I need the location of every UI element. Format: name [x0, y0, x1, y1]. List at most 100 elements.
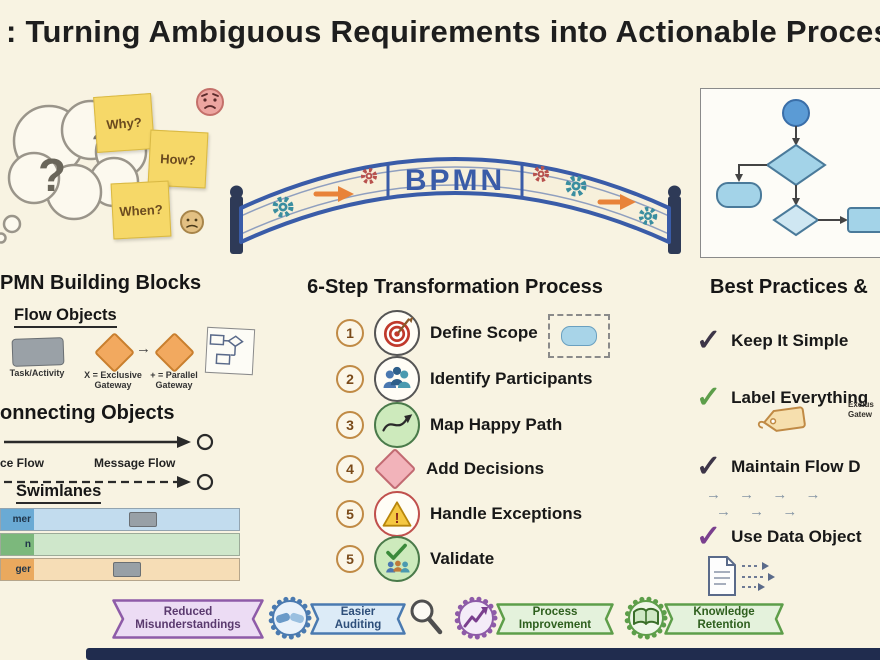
step-row-validate: 5 Validate	[336, 536, 495, 582]
badge-label-line: Misunderstandings	[135, 619, 241, 631]
check-people-icon	[374, 536, 420, 582]
task-shape	[847, 207, 880, 233]
badge-knowledge-retention: Knowledge Retention	[664, 603, 784, 635]
swimlane-tab: mer	[1, 509, 34, 530]
sticky-note-label: How?	[159, 150, 197, 168]
task-chip	[113, 562, 141, 577]
label-line: Gateway	[155, 380, 193, 391]
page-title: : Turning Ambiguous Requirements into Ac…	[6, 14, 880, 49]
step-number: 2	[336, 365, 364, 393]
label-line: + = Parallel	[150, 370, 198, 380]
sequence-flow-label: ce Flow	[0, 456, 45, 470]
mini-flow-diagram-icon	[204, 326, 256, 376]
parallel-gateway-label: + = Parallel Gateway	[142, 370, 206, 391]
step-row-identify-participants: 2 Identify Participants	[336, 356, 593, 402]
bridge-post	[668, 196, 681, 254]
sticky-note-when: When?	[110, 180, 172, 240]
building-blocks-heading: PMN Building Blocks	[0, 272, 202, 294]
bpmn-bridge-illustration: BPMN	[230, 157, 681, 254]
flow-direction-arrows-icon: → → → →	[706, 486, 828, 503]
curve-arrow-icon	[374, 402, 420, 448]
tag-caption-line: Exclus	[848, 400, 874, 409]
start-event-shape	[782, 99, 810, 127]
data-object-document-icon	[708, 556, 775, 596]
swimlane-row: ger	[0, 558, 240, 581]
badge-label-line: Knowledge	[693, 606, 755, 619]
task-activity-shape	[11, 337, 65, 367]
check-icon: ✓	[696, 381, 722, 414]
task-pill	[561, 326, 597, 346]
badge-label-line: Auditing	[334, 619, 382, 631]
connector-arrows	[4, 433, 214, 491]
sequence-flow-arrow	[4, 433, 214, 451]
chart-badge-icon	[454, 596, 498, 640]
message-flow-arrow	[4, 473, 214, 491]
tag-caption: Exclus Gatew	[848, 400, 874, 419]
flowchart-panel	[700, 88, 880, 258]
open-book-icon	[633, 607, 659, 625]
swimlane-row: mer	[0, 508, 240, 531]
bp-label: Use Data Object	[731, 527, 862, 546]
label-line: Gateway	[94, 380, 132, 391]
gateway-shape	[765, 143, 827, 187]
badge-label-line: Process	[532, 606, 578, 619]
exclusive-gateway-label: X = Exclusive Gateway	[78, 370, 148, 391]
step-label: Map Happy Path	[430, 415, 563, 434]
scope-boundary-icon	[548, 314, 610, 358]
badge-label-line: Reduced	[163, 606, 213, 619]
check-icon: ✓	[696, 324, 722, 357]
question-mark-icon: ?	[38, 149, 66, 201]
flow-direction-arrows-icon: → → →	[716, 503, 805, 520]
target-icon	[374, 310, 420, 356]
step-label: Identify Participants	[430, 369, 593, 388]
growth-chart-icon	[463, 607, 488, 628]
bp-item-maintain-flow: ✓ Maintain Flow D	[696, 452, 861, 482]
task-chip	[129, 512, 157, 527]
arrow-right-icon	[313, 186, 354, 202]
arrow-right-icon: →	[136, 340, 151, 357]
step-row-map-happy-path: 3 Map Happy Path	[336, 402, 563, 448]
message-flow-label: Message Flow	[94, 456, 176, 470]
badge-process-improvement: Process Improvement	[496, 603, 614, 635]
bridge-label: BPMN	[405, 164, 505, 197]
step-label: Validate	[430, 549, 495, 568]
badge-label-line: Easier	[340, 606, 376, 619]
bp-item-keep-it-simple: ✓ Keep It Simple	[696, 326, 848, 356]
step-number: 5	[336, 500, 364, 528]
worried-face-icon	[196, 88, 224, 116]
bp-item-label-everything: ✓ Label Everything	[696, 383, 868, 413]
badge-label-line: Improvement	[518, 619, 592, 631]
step-number: 1	[336, 319, 364, 347]
parallel-gateway-shape	[153, 331, 196, 374]
connecting-objects-heading: onnecting Objects	[0, 402, 175, 424]
bottom-border-strip	[86, 648, 880, 660]
handshake-badge-icon	[268, 596, 312, 640]
task-shape	[716, 182, 762, 208]
bp-item-use-data-objects: ✓ Use Data Object	[696, 522, 862, 552]
swimlane-tab: n	[1, 534, 34, 555]
gear-icon	[361, 168, 377, 184]
exclusive-gateway-shape	[93, 331, 136, 374]
tag-icon	[757, 406, 806, 432]
gear-icon	[638, 206, 658, 226]
swimlanes-heading: Swimlanes	[16, 482, 102, 504]
badge-label-line: Retention	[697, 619, 751, 631]
gateway-shape	[772, 203, 820, 237]
sticky-note-label: Why?	[105, 114, 143, 132]
warning-triangle-icon: !	[374, 491, 420, 537]
tag-caption-line: Gatew	[848, 409, 873, 419]
label-line: X = Exclusive	[84, 370, 142, 380]
people-icon	[374, 356, 420, 402]
task-activity-label: Task/Activity	[9, 368, 65, 378]
step-row-define-scope: 1 Define Scope	[336, 310, 538, 356]
magnifier-icon	[410, 599, 443, 635]
bp-label: Keep It Simple	[731, 331, 849, 350]
handshake-icon	[276, 612, 304, 624]
flowchart-sketch	[716, 99, 880, 237]
arrow-right-icon	[597, 194, 636, 210]
svg-text:!: !	[395, 511, 400, 527]
swimlane-label: ger	[15, 564, 31, 575]
decision-diamond-icon	[373, 447, 417, 491]
bp-label: Maintain Flow D	[731, 457, 861, 476]
